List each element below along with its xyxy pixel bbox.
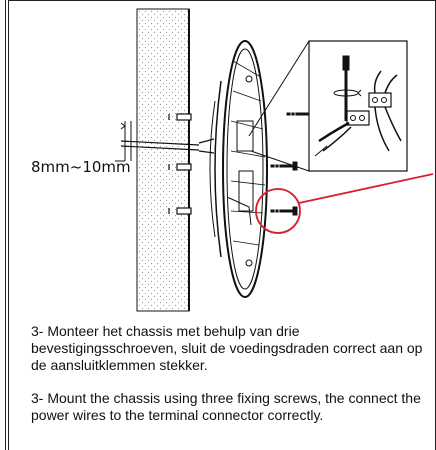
caption-dutch: 3- Monteer het chassis met behulp van dr… (31, 323, 423, 373)
page-border-left (8, 0, 9, 450)
highlight-callout (255, 173, 434, 234)
fixing-screws (270, 109, 314, 216)
wall-plugs (168, 113, 192, 215)
depth-dimension (115, 121, 132, 162)
wiring-detail-box (308, 40, 408, 172)
chassis (209, 40, 268, 298)
page-border-top (8, 0, 436, 1)
mounting-illustration: 8mm~10mm (31, 8, 434, 312)
page-margin-rule (0, 0, 6, 450)
power-cable (120, 138, 215, 154)
callout-lines (248, 40, 310, 172)
caption-english: 3- Mount the chassis using three fixing … (31, 390, 421, 423)
dimension-label: 8mm~10mm (31, 158, 131, 176)
wall (136, 8, 190, 312)
